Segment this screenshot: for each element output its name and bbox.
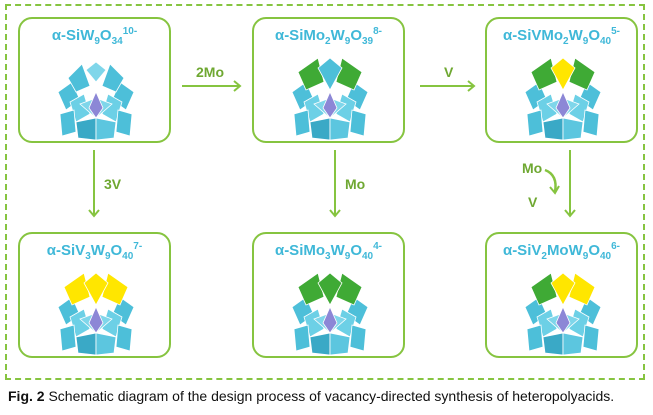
formula-label: α-SiW9O3410- — [51, 26, 138, 47]
cap-octahedron — [530, 272, 558, 306]
arrow-label-mo-exchange: Mo — [522, 160, 543, 176]
octahedron — [95, 332, 117, 355]
octahedron — [349, 109, 367, 137]
central-tetrahedron — [88, 306, 104, 334]
arrow-label-3v: 3V — [104, 176, 122, 192]
octahedron — [526, 324, 544, 352]
formula-label: α-SiMo2W9O398- — [274, 26, 383, 47]
octahedron — [562, 332, 584, 355]
polyoxometalate-structure-icon — [57, 272, 135, 355]
cap-octahedron — [568, 57, 596, 91]
arrow-head-right — [233, 80, 242, 92]
octahedron — [542, 332, 564, 355]
cap-octahedron — [67, 63, 91, 93]
central-tetrahedron — [322, 91, 338, 119]
polyoxometalate-structure-icon — [524, 57, 602, 140]
octahedron — [309, 332, 331, 355]
cap-octahedron — [101, 63, 125, 93]
caption-text: Schematic diagram of the design process … — [44, 388, 615, 404]
cap-octahedron — [317, 272, 343, 306]
octahedron — [115, 324, 133, 352]
octahedron — [59, 324, 77, 352]
molecule-box-simo2w9o39: α-SiMo2W9O398- — [252, 17, 405, 143]
cap-octahedron — [101, 272, 129, 306]
octahedron — [562, 117, 584, 140]
arrow-head-down — [329, 209, 341, 218]
octahedron — [329, 117, 351, 140]
octahedron — [95, 117, 117, 140]
molecule-box-siv2mow9o40: α-SiV2MoW9O406- — [485, 232, 638, 358]
octahedron — [329, 332, 351, 355]
arrow-label-v: V — [444, 64, 454, 80]
formula-label: α-SiVMo2W9O405- — [502, 26, 621, 47]
central-tetrahedron — [88, 91, 104, 119]
central-tetrahedron — [555, 91, 571, 119]
arrow-head-down — [88, 209, 100, 218]
arrow-label-2mo: 2Mo — [196, 64, 224, 80]
figure-number: Fig. 2 — [8, 388, 45, 404]
arrow-head-right — [467, 80, 476, 92]
octahedron — [542, 117, 564, 140]
octahedron — [59, 109, 77, 137]
octahedron — [75, 332, 97, 355]
molecule-box-sivmo2w9o40: α-SiVMo2W9O405- — [485, 17, 638, 143]
arrow-head-curved — [549, 185, 560, 195]
central-tetrahedron — [555, 306, 571, 334]
polyoxometalate-structure-icon — [524, 272, 602, 355]
cap-octahedron — [83, 272, 109, 306]
cap-octahedron — [297, 272, 325, 306]
figure-caption: Fig. 2 Schematic diagram of the design p… — [8, 388, 614, 404]
cap-octahedron — [550, 272, 576, 306]
octahedron — [526, 109, 544, 137]
cap-octahedron — [335, 57, 363, 91]
polyoxometalate-structure-icon — [291, 272, 369, 355]
formula-label: α-SiV3W9O407- — [46, 241, 143, 262]
polyoxometalate-structure-icon — [291, 57, 369, 140]
exchange-curved-arrow — [544, 168, 557, 193]
octahedron — [349, 324, 367, 352]
cap-octahedron — [550, 57, 576, 91]
arrow-head-down — [564, 209, 576, 218]
outer-dashed-frame — [5, 4, 645, 380]
arrow-label-v-exchange: V — [528, 194, 538, 210]
octahedron — [115, 109, 133, 137]
octahedron — [293, 324, 311, 352]
cap-octahedron — [85, 61, 107, 83]
arrow-label-mo: Mo — [345, 176, 366, 192]
cap-octahedron — [63, 272, 91, 306]
molecule-box-siv3w9o40: α-SiV3W9O407- — [18, 232, 171, 358]
formula-label: α-SiMo3W9O404- — [274, 241, 383, 262]
cap-octahedron — [335, 272, 363, 306]
cap-octahedron — [530, 57, 558, 91]
molecule-box-simo3w9o40: α-SiMo3W9O404- — [252, 232, 405, 358]
octahedron — [582, 109, 600, 137]
octahedron — [75, 117, 97, 140]
formula-label: α-SiV2MoW9O406- — [502, 241, 621, 262]
octahedron — [309, 117, 331, 140]
cap-octahedron — [568, 272, 596, 306]
cap-octahedron — [317, 57, 343, 91]
central-tetrahedron — [322, 306, 338, 334]
octahedron — [582, 324, 600, 352]
polyoxometalate-structure-icon — [57, 61, 135, 140]
molecule-box-siw9o34: α-SiW9O3410- — [18, 17, 171, 143]
cap-octahedron — [297, 57, 325, 91]
octahedron — [293, 109, 311, 137]
